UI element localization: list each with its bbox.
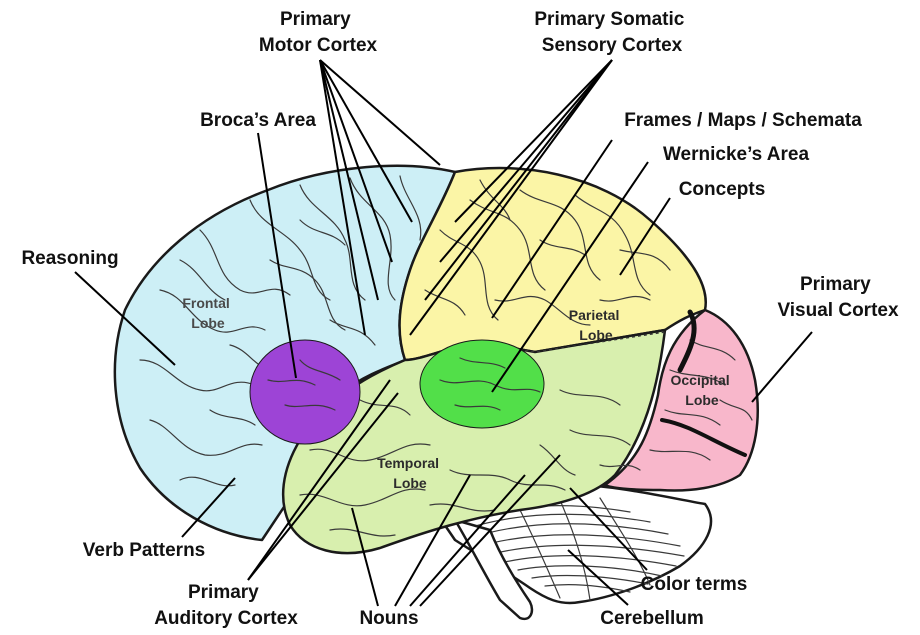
label-wernickes-area: Wernicke’s Area: [663, 144, 810, 165]
label-primary-auditory-cortex: Primary Auditory Cortex: [154, 582, 298, 629]
label-color-terms: Color terms: [641, 574, 748, 595]
label-concepts: Concepts: [679, 179, 766, 200]
label-primary-motor-cortex: Primary Motor Cortex: [259, 9, 378, 56]
label-reasoning: Reasoning: [21, 248, 118, 269]
label-brocas-area: Broca’s Area: [200, 110, 316, 131]
wernickes-area-region: [420, 340, 544, 428]
label-primary-visual-cortex: Primary Visual Cortex: [777, 274, 899, 321]
label-frames-maps-schemata: Frames / Maps / Schemata: [624, 110, 862, 131]
brocas-area-region: [250, 340, 360, 444]
label-primary-somatic-sensory-cortex: Primary Somatic Sensory Cortex: [534, 9, 689, 56]
leader-visual: [752, 332, 812, 402]
label-verb-patterns: Verb Patterns: [83, 540, 206, 561]
label-nouns: Nouns: [359, 608, 418, 629]
brocas-area-patch: [250, 340, 360, 444]
label-cerebellum: Cerebellum: [600, 608, 703, 629]
wernickes-area-patch: [420, 340, 544, 428]
